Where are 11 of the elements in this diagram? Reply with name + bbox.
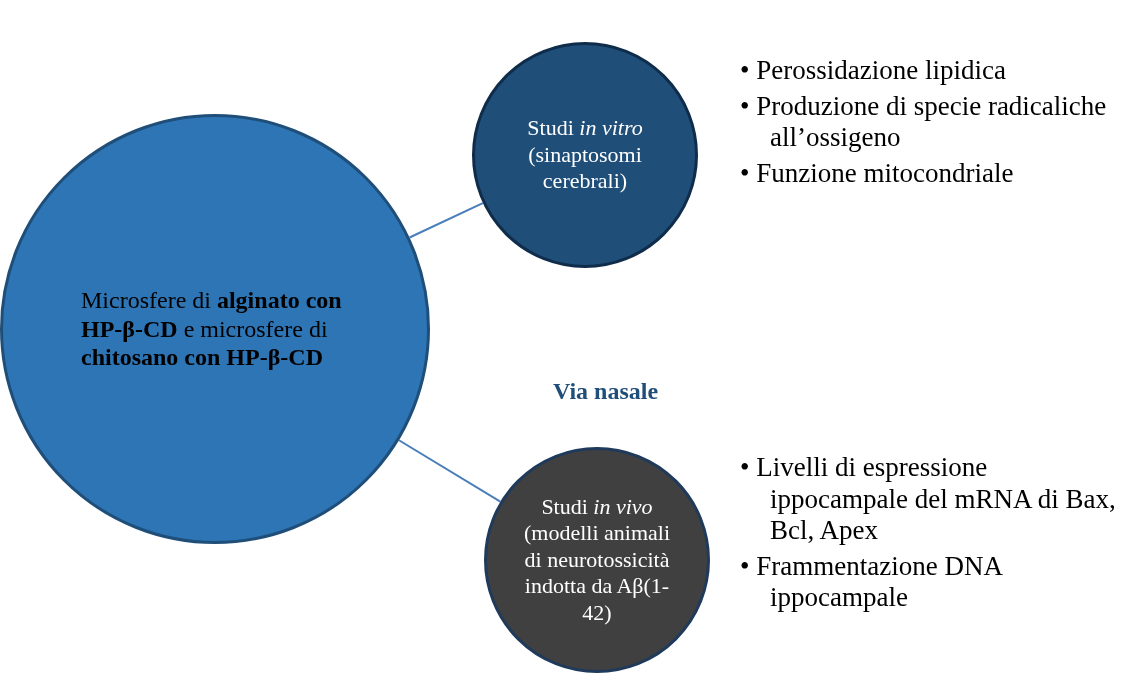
connector-line xyxy=(408,202,484,239)
bullet-item: • Frammentazione DNA ippocampale xyxy=(740,550,1003,614)
node-text: Microsfere di alginato con HP-β-CD e microsfere di chitosano con HP-β-CD xyxy=(81,285,343,373)
route-label: Via nasale xyxy=(553,378,659,405)
node-text: Studi in vitro (sinaptosomi cerebrali) xyxy=(526,115,644,195)
node-text: Studi in vivo (modelli animali di neurotossicità indotta da Aβ(1-42) xyxy=(523,494,671,626)
bullet-item: • Livelli di espressione ippocampale del mRNA di Bax, Bcl, Apex xyxy=(740,452,1117,547)
bullet-item: • Produzione di specie radicaliche all’ossigeno xyxy=(740,90,1108,154)
bullet-item: • Perossidazione lipidica xyxy=(740,55,1007,87)
connector-line xyxy=(398,439,502,503)
bullet-item: • Funzione mitocondriale xyxy=(740,157,1015,190)
